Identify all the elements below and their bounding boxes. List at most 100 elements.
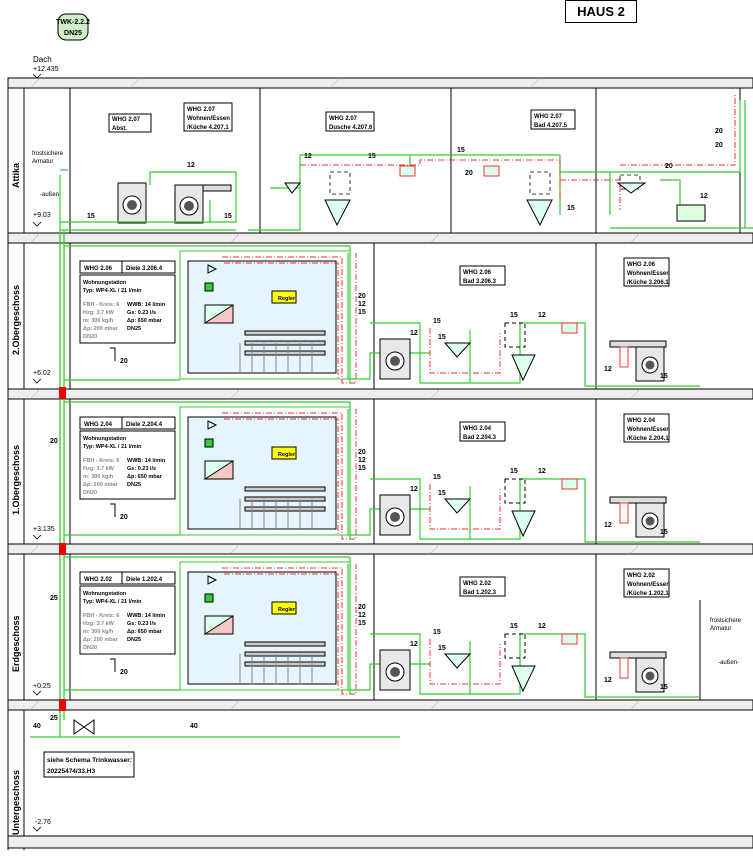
- ug-note: siehe Schema Trinkwasser: 20225474/33.H3: [43, 751, 135, 778]
- dim-label: 12: [538, 623, 546, 630]
- dim-label: 15: [510, 468, 518, 475]
- attika-dim-15e: 15: [224, 213, 232, 220]
- kueche-label-2: Wohnen/Essen: [627, 271, 670, 277]
- attika-dim-20b: 20: [665, 163, 673, 170]
- dim-label: 12: [538, 312, 546, 319]
- basement-valve: [73, 719, 95, 735]
- dim-label: 15: [660, 373, 668, 380]
- attika-level: frostsichere Armatur -außen- WHG 2.07 Ab…: [32, 95, 753, 231]
- station-left-1: Hzg: 3.7 kW: [83, 466, 115, 472]
- station-right-3: DN25: [127, 326, 141, 332]
- station-right-1: Gs: 0.23 l/s: [127, 310, 156, 316]
- station-right-1: Gs: 0.23 l/s: [127, 621, 156, 627]
- kueche-label-2: Wohnen/Essen: [627, 427, 670, 433]
- elevation-1og: +3.135: [33, 526, 55, 533]
- station-left-0: FBH - Kreis: 6: [83, 613, 119, 619]
- kueche-label-1: WHG 2.06: [627, 262, 656, 268]
- dim-label: 12: [358, 457, 366, 464]
- dim-ug-25: 25: [50, 715, 58, 722]
- attika-dim-20c: 20: [715, 128, 723, 135]
- bad-label-2: Bad 3.206.3: [463, 279, 497, 285]
- eg-aussen: -außen-: [718, 660, 739, 666]
- whg-header: [79, 571, 176, 585]
- station-right-0: WWB: 14 l/min: [127, 302, 166, 308]
- station-left-3: Δp: 200 mbar: [83, 482, 119, 488]
- station-title-1: Wohnungstation: [83, 280, 127, 286]
- station-left-0: FBH - Kreis: 6: [83, 458, 119, 464]
- station-right-3: DN25: [127, 482, 141, 488]
- kueche-label-3: /Küche 2.204.1: [627, 436, 669, 442]
- attika-box2-2: Wohnen/Essen: [187, 116, 230, 122]
- level-name-2og: 2.Obergeschoss: [11, 285, 21, 355]
- station-right-0: WWB: 14 l/min: [127, 458, 166, 464]
- ug-note-line1: siehe Schema Trinkwasser:: [47, 757, 132, 764]
- dim-label: 15: [510, 312, 518, 319]
- dim-label: 15: [438, 645, 446, 652]
- attika-box4-2: Bad 4.207.5: [534, 123, 568, 129]
- kueche-label-3: /Küche 1.202.1: [627, 591, 669, 597]
- kueche-label-3: /Küche 3.206.1: [627, 280, 669, 286]
- attika-box1-1: WHG 2.07: [112, 117, 141, 123]
- dim-label: 20: [358, 293, 366, 300]
- dim-label: 15: [358, 465, 366, 472]
- ug-note-line2: 20225474/33.H3: [47, 768, 95, 775]
- diele-label: Diele 3.206.4: [126, 266, 163, 272]
- dim-label: 15: [438, 334, 446, 341]
- elevation-attika: +9.03: [33, 212, 51, 219]
- dim-label: 20: [358, 449, 366, 456]
- dim-label: 15: [358, 309, 366, 316]
- elevation-ug: -2.76: [35, 819, 51, 826]
- station-title-1: Wohnungstation: [83, 591, 127, 597]
- station-right-0: WWB: 14 l/min: [127, 613, 166, 619]
- diele-label: Diele 1.202.4: [126, 577, 163, 583]
- whg-label: WHG 2.02: [84, 577, 113, 583]
- station-title-1: Wohnungstation: [83, 436, 127, 442]
- station-left-3: Δp: 200 mbar: [83, 326, 119, 332]
- station-title-2: Typ: WP4-XL / 21 l/min: [83, 599, 142, 605]
- dim-label: 15: [510, 623, 518, 630]
- station-left-4: DN20: [83, 490, 97, 496]
- dim-label: 12: [410, 330, 418, 337]
- elevation-2og: +6.02: [33, 370, 51, 377]
- attika-aussen: -außen-: [40, 192, 61, 198]
- regler-label: Regler: [278, 607, 296, 613]
- riser-dn: DN25: [64, 30, 82, 37]
- attika-dim-15a: 15: [87, 213, 95, 220]
- station-box: [79, 274, 176, 344]
- dim-label: 12: [604, 677, 612, 684]
- dim-label: 15: [660, 684, 668, 691]
- level-name-1og: 1.Obergeschoss: [11, 445, 21, 515]
- attika-dim-20d: 20: [715, 142, 723, 149]
- station-left-4: DN20: [83, 334, 97, 340]
- elevation-markers: [32, 73, 42, 832]
- whg-header: [79, 416, 176, 430]
- station-right-2: Δp: 650 mbar: [127, 629, 163, 635]
- station-box: [79, 430, 176, 500]
- station-title-2: Typ: WP4-XL / 21 l/min: [83, 288, 142, 294]
- dim-label: 12: [358, 612, 366, 619]
- attika-dim-12b: 12: [304, 153, 312, 160]
- dim-ug-40b: 40: [190, 723, 198, 730]
- regler-label: Regler: [278, 452, 296, 458]
- page-title: HAUS 2: [565, 0, 637, 23]
- attika-frost-1: frostsichere: [32, 151, 64, 157]
- kueche-label-1: WHG 2.02: [627, 573, 656, 579]
- riser-fire-stops: [59, 387, 66, 711]
- station-right-2: Δp: 650 mbar: [127, 318, 163, 324]
- dim-label: 15: [433, 474, 441, 481]
- dim-label: 15: [660, 529, 668, 536]
- slab-hatching: [29, 77, 641, 711]
- station-box: [79, 585, 176, 655]
- attika-box2-3: /Küche 4.207.1: [187, 125, 229, 131]
- riser-id: TWK-2.2.2: [56, 19, 90, 26]
- dim-label: 15: [433, 318, 441, 325]
- kueche-label-1: WHG 2.04: [627, 418, 656, 424]
- station-left-3: Δp: 200 mbar: [83, 637, 119, 643]
- dim-1og-20: 20: [50, 438, 58, 445]
- regler-label: Regler: [278, 296, 296, 302]
- dim-station-20: 20: [120, 514, 128, 521]
